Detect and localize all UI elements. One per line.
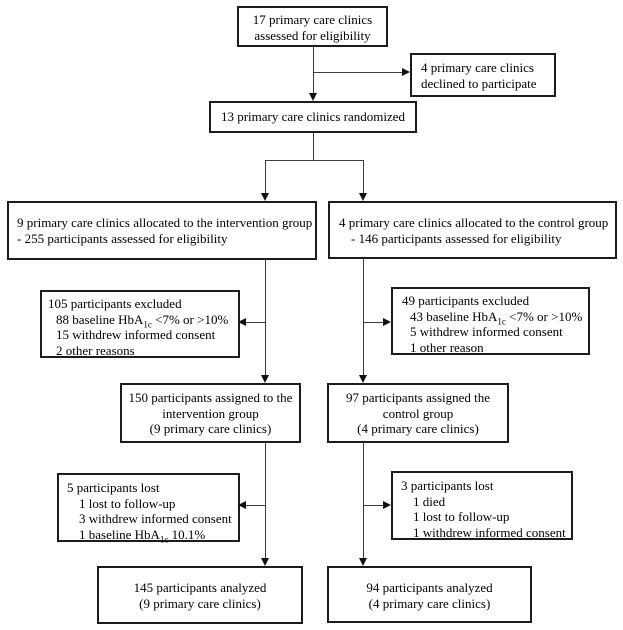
text-line: 1 lost to follow-up bbox=[413, 509, 510, 524]
arrowhead-into-control-excluded bbox=[383, 318, 391, 326]
text-line: 145 participants analyzed bbox=[133, 580, 267, 595]
text-line: 97 participants assigned the bbox=[345, 390, 491, 405]
text-line: 5 withdrew informed consent bbox=[410, 324, 563, 339]
text-line: 5 participants lost bbox=[67, 480, 160, 495]
arrowhead-into-intervention-allocation bbox=[261, 193, 269, 201]
box-control-analyzed: 94 participants analyzed (4 primary care… bbox=[327, 566, 532, 623]
box-intervention-lost: 5 participants lost 1 lost to follow-up … bbox=[57, 473, 240, 545]
connector-branch-declined bbox=[313, 72, 402, 73]
arrowhead-into-intervention-assigned bbox=[261, 375, 269, 383]
connector-branch-control-excluded bbox=[363, 322, 383, 323]
hba1c-text: 43 baseline HbA bbox=[410, 308, 498, 324]
box-eligibility-assessed: 17 primary care clinics assessed for eli… bbox=[237, 6, 388, 47]
text-line: 2 other reasons bbox=[56, 342, 135, 358]
box-control-allocation: 4 primary care clinics allocated to the … bbox=[328, 201, 617, 259]
text-line: (4 primary care clinics) bbox=[368, 595, 491, 611]
text-line: intervention group bbox=[162, 405, 259, 421]
text-line: 94 participants analyzed bbox=[366, 580, 493, 595]
text-line: 1 died bbox=[413, 493, 446, 509]
hba1c-value: 10.1% bbox=[168, 526, 206, 542]
text-line: 150 participants assigned to the bbox=[128, 390, 293, 405]
text-line: - 146 participants assessed for eligibil… bbox=[351, 230, 562, 246]
text-line: 9 primary care clinics allocated to the … bbox=[17, 215, 313, 230]
connector-assessed-to-randomized bbox=[313, 47, 314, 94]
arrowhead-into-control-allocation bbox=[359, 193, 367, 201]
hba1c-subscript: 1c bbox=[159, 534, 169, 545]
text-line: (9 primary care clinics) bbox=[149, 421, 272, 436]
hba1c-text: 1 baseline HbA bbox=[79, 526, 160, 542]
connector-randomized-stem bbox=[313, 133, 314, 160]
text-line: 4 primary care clinics bbox=[421, 60, 534, 75]
box-intervention-assigned: 150 participants assigned to the interve… bbox=[120, 383, 301, 443]
arrowhead-into-intervention-analyzed bbox=[261, 558, 269, 566]
text-line: 17 primary care clinics bbox=[252, 12, 373, 27]
arrowhead-into-control-assigned bbox=[359, 375, 367, 383]
text-line: 3 withdrew informed consent bbox=[79, 511, 232, 526]
arrowhead-into-control-lost bbox=[383, 501, 391, 509]
hba1c-text: 88 baseline HbA bbox=[56, 311, 144, 327]
connector-branch-intervention-lost bbox=[246, 505, 265, 506]
box-intervention-allocation: 9 primary care clinics allocated to the … bbox=[7, 201, 317, 260]
text-line: 3 participants lost bbox=[401, 478, 494, 493]
text-line: 1 other reason bbox=[410, 339, 484, 355]
box-intervention-analyzed: 145 participants analyzed (9 primary car… bbox=[97, 566, 303, 624]
arrowhead-into-control-analyzed bbox=[359, 558, 367, 566]
text-line: 4 primary care clinics allocated to the … bbox=[339, 215, 609, 230]
text-line: (9 primary care clinics) bbox=[139, 595, 261, 611]
connector-intervention-assigned-to-analyzed bbox=[265, 442, 266, 558]
text-line: 1 baseline HbA1c 10.1% bbox=[79, 526, 236, 545]
text-line: assessed for eligibility bbox=[254, 27, 371, 43]
box-clinics-randomized: 13 primary care clinics randomized bbox=[209, 101, 417, 133]
arrowhead-into-intervention-excluded bbox=[238, 318, 246, 326]
text-line: 1 withdrew informed consent bbox=[413, 524, 566, 540]
box-control-excluded: 49 participants excluded 43 baseline HbA… bbox=[391, 287, 590, 355]
box-clinics-declined: 4 primary care clinics declined to parti… bbox=[410, 53, 556, 97]
text-line: 43 baseline HbA1c <7% or >10% bbox=[410, 308, 586, 327]
connector-to-control-allocation bbox=[363, 160, 364, 193]
hba1c-range: <7% or >10% bbox=[151, 311, 229, 327]
connector-branch-intervention-excluded bbox=[246, 322, 265, 323]
text-line: declined to participate bbox=[421, 75, 537, 91]
text-line: 1 lost to follow-up bbox=[79, 495, 176, 511]
arrowhead-into-intervention-lost bbox=[238, 501, 246, 509]
text-line: 88 baseline HbA1c <7% or >10% bbox=[56, 311, 236, 330]
text-line: 49 participants excluded bbox=[402, 293, 530, 308]
hba1c-range: <7% or >10% bbox=[505, 308, 583, 324]
text-line: 15 withdrew informed consent bbox=[56, 327, 216, 342]
hba1c-subscript: 1c bbox=[143, 319, 152, 330]
connector-control-assigned-to-analyzed bbox=[363, 442, 364, 558]
connector-intervention-allocation-to-assigned bbox=[265, 259, 266, 375]
text-line: 13 primary care clinics randomized bbox=[220, 109, 406, 124]
box-control-assigned: 97 participants assigned the control gro… bbox=[327, 383, 509, 443]
arrowhead-into-declined bbox=[402, 68, 410, 76]
box-control-lost: 3 participants lost 1 died 1 lost to fol… bbox=[391, 471, 573, 540]
box-intervention-excluded: 105 participants excluded 88 baseline Hb… bbox=[40, 290, 240, 358]
connector-to-intervention-allocation bbox=[265, 160, 266, 193]
connector-control-allocation-to-assigned bbox=[363, 258, 364, 375]
text-line: (4 primary care clinics) bbox=[357, 421, 479, 436]
hba1c-subscript: 1c bbox=[497, 316, 506, 327]
text-line: 105 participants excluded bbox=[48, 296, 182, 311]
arrowhead-into-randomized bbox=[309, 93, 317, 101]
text-line: - 255 participants assessed for eligibil… bbox=[17, 230, 228, 246]
connector-branch-control-lost bbox=[363, 505, 383, 506]
connector-randomization-split bbox=[265, 160, 364, 161]
text-line: control group bbox=[382, 405, 454, 421]
